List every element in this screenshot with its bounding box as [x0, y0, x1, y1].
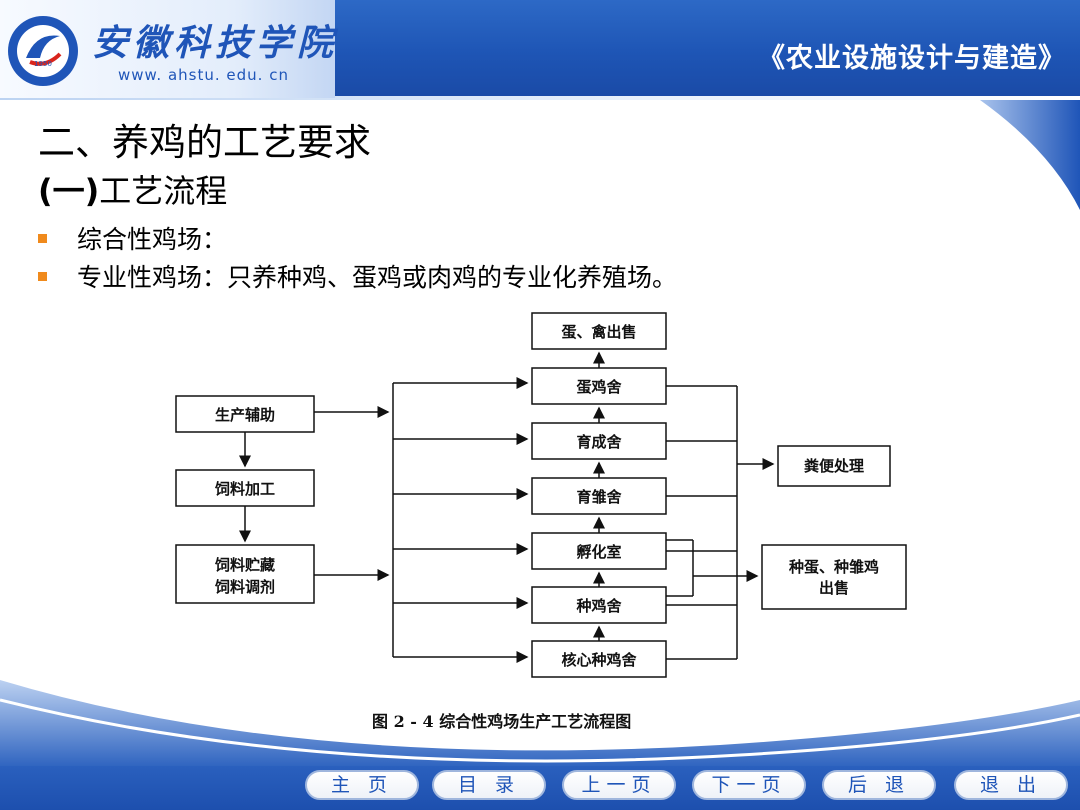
logo-year: 1950	[34, 60, 52, 68]
school-url: www. ahstu. edu. cn	[118, 66, 289, 84]
bullet-text: 专业性鸡场：只养种鸡、蛋鸡或肉鸡的专业化养殖场。	[77, 263, 678, 292]
school-emblem-icon: 1950	[8, 16, 78, 86]
home-button[interactable]: 主 页	[305, 770, 419, 800]
label-production-aux: 生产辅助	[215, 406, 275, 424]
next-page-button[interactable]: 下一页	[692, 770, 806, 800]
box-egg-chick-sale	[761, 544, 907, 610]
bullet-item: 专业性鸡场：只养种鸡、蛋鸡或肉鸡的专业化养殖场。	[38, 258, 677, 294]
bullet-item: 综合性鸡场：	[38, 220, 227, 256]
label-layer-house: 蛋鸡舍	[576, 378, 622, 396]
box-core-breeder-house	[531, 640, 667, 678]
box-production-aux	[175, 395, 315, 433]
box-feed-processing	[175, 469, 315, 507]
box-feed-storage	[175, 544, 315, 604]
label-core-breeder-house: 核心种鸡舍	[561, 651, 637, 669]
label-sale: 出售	[819, 579, 849, 597]
label-rearing-house: 育成舍	[576, 433, 622, 451]
label-hatchery: 孵化室	[576, 543, 621, 561]
prev-page-button[interactable]: 上一页	[562, 770, 676, 800]
box-egg-poultry-sale	[531, 312, 667, 350]
label-breeder-house: 种鸡舍	[575, 597, 622, 615]
label-egg-chick: 种蛋、种雏鸡	[788, 558, 879, 576]
label-egg-poultry-sale: 蛋、禽出售	[561, 323, 636, 341]
subsection-heading: (一)工艺流程	[38, 166, 227, 212]
box-breeder-house	[531, 586, 667, 624]
school-name: 安徽科技学院	[92, 22, 339, 64]
header-divider	[0, 96, 1080, 100]
logo-area: 1950 安徽科技学院 www. ahstu. edu. cn	[0, 0, 335, 98]
bullet-text: 综合性鸡场：	[77, 225, 228, 254]
box-manure-treatment	[777, 445, 891, 487]
subsection-number: (一)	[38, 172, 100, 210]
label-manure-treatment: 粪便处理	[804, 457, 864, 475]
figure-caption: 图 2 - 4 综合性鸡场生产工艺流程图	[372, 712, 632, 731]
label-feed-processing: 饲料加工	[214, 480, 275, 498]
box-brooding-house	[531, 477, 667, 515]
label-feed-blending: 饲料调剂	[214, 578, 275, 596]
label-brooding-house: 育雏舍	[576, 488, 622, 506]
toc-button[interactable]: 目 录	[432, 770, 546, 800]
bullet-square-icon	[38, 234, 47, 243]
course-title: 《农业设施设计与建造》	[758, 43, 1066, 74]
box-rearing-house	[531, 422, 667, 460]
back-button[interactable]: 后 退	[822, 770, 936, 800]
bullet-square-icon	[38, 272, 47, 281]
exit-button[interactable]: 退 出	[954, 770, 1068, 800]
section-heading: 二、养鸡的工艺要求	[38, 121, 371, 164]
box-hatchery	[531, 532, 667, 570]
label-feed-storage: 饲料贮藏	[214, 556, 275, 574]
subsection-title: 工艺流程	[99, 172, 228, 210]
